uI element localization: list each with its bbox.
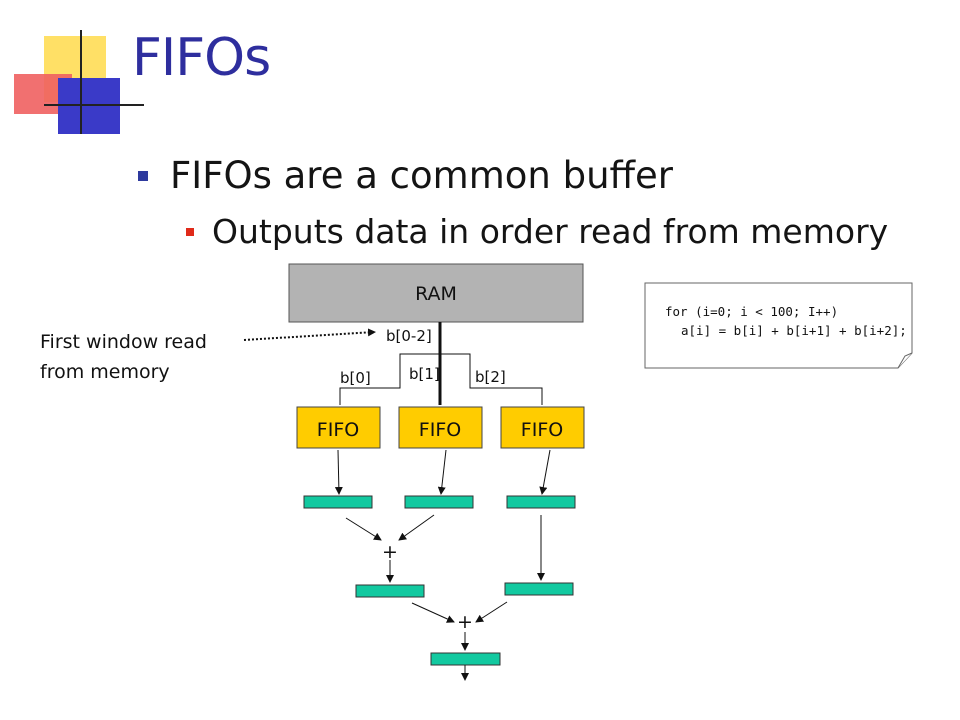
register-2	[506, 495, 576, 509]
fifo-box-1	[398, 406, 483, 449]
code-line-1: for (i=0; i < 100; I++)	[665, 304, 838, 319]
ram-block	[288, 263, 584, 323]
arrow-reg0-add	[345, 517, 382, 541]
fifo-label-1: FIFO	[419, 419, 461, 441]
code-line-2: a[i] = b[i] + b[i+1] + b[i+2];	[681, 323, 907, 338]
branch-b0-line	[339, 353, 440, 405]
register-5	[430, 652, 501, 666]
register-3	[355, 584, 425, 598]
bullet-square-icon	[186, 227, 194, 236]
corner-blue-square	[58, 78, 120, 134]
arrow-reg3-add	[411, 602, 455, 623]
fifo-box-0	[296, 406, 381, 449]
arrow-fifo2-reg	[539, 449, 551, 495]
fifo-label-2: FIFO	[521, 419, 563, 441]
bullet-square-icon	[138, 170, 148, 181]
bullet-level2: Outputs data in order read from memory	[186, 212, 888, 251]
arrow-reg4-add	[475, 601, 508, 623]
fifo-box-2	[500, 406, 585, 449]
arrow-fifo1-reg	[437, 449, 447, 495]
register-4	[504, 582, 574, 596]
ram-label: RAM	[415, 283, 457, 305]
adder-symbol-1: +	[457, 611, 473, 633]
arrow-fifo0-reg	[334, 449, 343, 495]
page-title: FIFOs	[132, 28, 271, 88]
branch-b2-line	[440, 353, 543, 405]
bullet-level2-text: Outputs data in order read from memory	[212, 212, 889, 251]
branch-label-b2: b[2]	[475, 368, 506, 386]
annotation-dotted-arrow	[243, 328, 376, 341]
branch-label-b1: b[1]	[409, 365, 440, 383]
annotation-line-2: from memory	[40, 361, 170, 383]
corner-vertical-line	[80, 30, 82, 134]
register-1	[404, 495, 474, 509]
code-note-fold	[897, 352, 913, 369]
arrow-reg1-add	[398, 514, 435, 541]
corner-horizontal-line	[44, 104, 144, 106]
bus-label: b[0-2]	[386, 327, 432, 345]
adder-symbol-0: +	[382, 541, 398, 563]
register-0	[303, 495, 373, 509]
branch-label-b0: b[0]	[340, 369, 371, 387]
annotation-line-1: First window read	[40, 331, 207, 353]
bullet-level1: FIFOs are a common buffer	[138, 154, 673, 197]
bullet-level1-text: FIFOs are a common buffer	[170, 154, 673, 197]
fifo-label-0: FIFO	[317, 419, 359, 441]
